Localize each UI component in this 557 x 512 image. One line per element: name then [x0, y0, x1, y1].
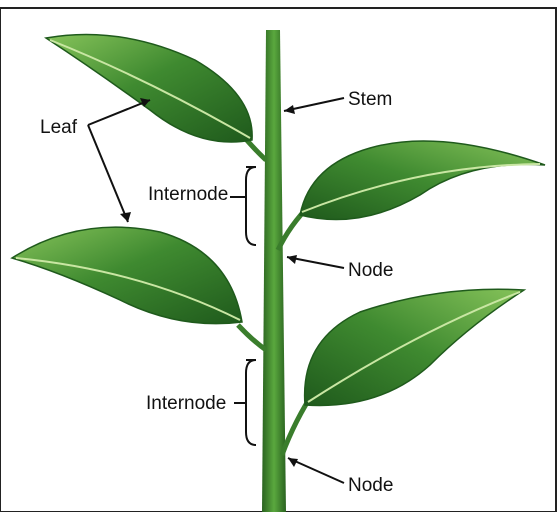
internode-lower-label: Internode — [146, 393, 226, 414]
stem-label: Stem — [348, 89, 392, 110]
node-upper-label: Node — [348, 260, 393, 281]
node-lower-label: Node — [348, 475, 393, 496]
leaf-label: Leaf — [40, 117, 78, 138]
internode-upper-label: Internode — [148, 184, 228, 205]
